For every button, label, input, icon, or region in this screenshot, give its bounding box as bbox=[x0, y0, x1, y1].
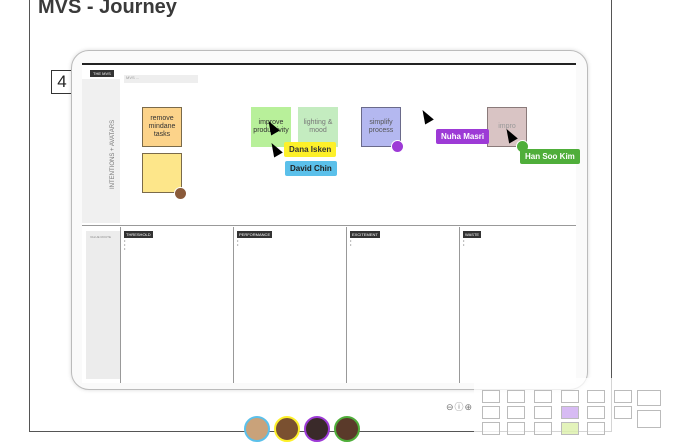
collaborator-tag-nuha: Nuha Masri bbox=[436, 129, 490, 144]
minimap-thumb bbox=[534, 390, 552, 403]
minimap-thumb bbox=[614, 406, 632, 419]
column-threshold[interactable]: THRESHOLD ••• bbox=[120, 227, 234, 383]
column-dots: •• bbox=[237, 238, 239, 247]
board-header-note: MVS ... bbox=[124, 75, 198, 83]
minimap-thumb bbox=[482, 422, 500, 435]
column-dots: ••• bbox=[124, 238, 126, 251]
bottom-label-column: VALUE ROUTE bbox=[86, 231, 120, 379]
minimap-thumb bbox=[637, 410, 661, 428]
minimap-thumb bbox=[561, 406, 579, 419]
column-dots: •• bbox=[463, 238, 465, 247]
bottom-section: VALUE ROUTE THRESHOLD ••• PERFORMANCE ••… bbox=[82, 227, 576, 383]
avatar[interactable] bbox=[244, 416, 270, 442]
minimap-thumb bbox=[534, 406, 552, 419]
minimap-thumb bbox=[587, 390, 605, 403]
column-label: WASTE bbox=[463, 231, 482, 238]
minimap-thumb bbox=[507, 422, 525, 435]
column-label: PERFORMANCE bbox=[237, 231, 273, 238]
minimap-thumb bbox=[482, 390, 500, 403]
bottom-label: VALUE ROUTE bbox=[90, 235, 111, 239]
column-label: THRESHOLD bbox=[124, 231, 153, 238]
minimap-thumb bbox=[507, 390, 525, 403]
row-label-column bbox=[82, 79, 120, 223]
minimap-thumb bbox=[482, 406, 500, 419]
avatar[interactable] bbox=[274, 416, 300, 442]
minimap-thumb bbox=[614, 390, 632, 403]
avatar[interactable] bbox=[304, 416, 330, 442]
sticky-note[interactable]: improve productivity bbox=[251, 107, 291, 147]
sticky-note[interactable]: remove mindane tasks bbox=[142, 107, 182, 147]
avatar bbox=[391, 140, 404, 153]
step-number: 4 bbox=[51, 70, 73, 94]
whiteboard[interactable]: THE MVS MVS ... INTENTIONS + AVATARS rem… bbox=[82, 63, 576, 383]
page-title: MVS - Journey bbox=[38, 0, 177, 18]
collaborator-tag-dana: Dana Isken bbox=[284, 142, 337, 157]
zoom-controls[interactable]: ⊖ⓘ⊕ bbox=[446, 402, 474, 412]
frame-left-border bbox=[29, 0, 30, 432]
sticky-note[interactable]: impro bbox=[487, 107, 527, 147]
frame-right-border bbox=[611, 0, 612, 432]
minimap[interactable] bbox=[474, 378, 686, 439]
collaborator-tag-david: David Chin bbox=[285, 161, 337, 176]
sticky-note[interactable]: simplify process bbox=[361, 107, 401, 147]
sticky-note[interactable] bbox=[142, 153, 182, 193]
board-header-tag: THE MVS bbox=[90, 70, 114, 77]
row-label: INTENTIONS + AVATARS bbox=[110, 119, 116, 189]
column-waste[interactable]: WASTE •• bbox=[459, 227, 576, 383]
avatar bbox=[174, 187, 187, 200]
collaborator-tag-han: Han Soo Kim bbox=[520, 149, 580, 164]
minimap-thumb bbox=[561, 422, 579, 435]
column-dots: •• bbox=[350, 238, 352, 247]
minimap-thumb bbox=[507, 406, 525, 419]
top-section: THE MVS MVS ... INTENTIONS + AVATARS rem… bbox=[82, 65, 576, 226]
minimap-thumb bbox=[534, 422, 552, 435]
minimap-thumb bbox=[587, 422, 605, 435]
minimap-thumb bbox=[637, 390, 661, 406]
column-excitement[interactable]: EXCITEMENT •• bbox=[346, 227, 460, 383]
sticky-note[interactable]: lighting & mood bbox=[298, 107, 338, 147]
column-label: EXCITEMENT bbox=[350, 231, 380, 238]
avatar[interactable] bbox=[334, 416, 360, 442]
minimap-thumb bbox=[561, 390, 579, 403]
minimap-thumb bbox=[587, 406, 605, 419]
column-performance[interactable]: PERFORMANCE •• bbox=[233, 227, 347, 383]
